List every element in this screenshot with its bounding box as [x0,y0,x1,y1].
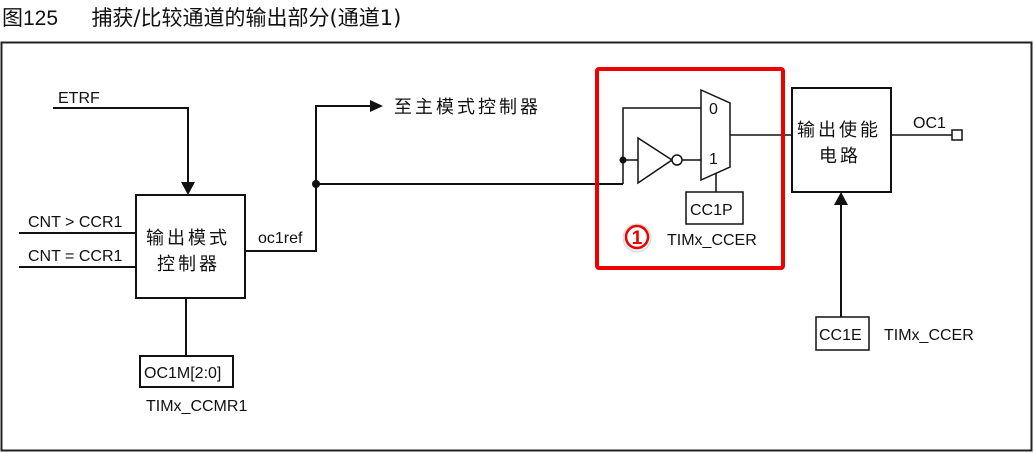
cc1e-field-box [815,316,870,351]
etrf-label: ETRF [58,90,100,107]
annotation-badge-number: 1 [632,228,643,249]
polarity-junction-dot [619,156,627,164]
oc1m-field-label: OC1M[2:0] [144,365,221,382]
oc1ref-line [245,105,372,252]
oc1ref-label: oc1ref [258,230,303,247]
figure-title: 捕获/比较通道的输出部分(通道1) [91,6,402,30]
polarity-mux [700,88,731,182]
annotation-badge: 1 [622,223,652,253]
figure-number: 图125 [2,7,59,30]
mux-input0-label: 0 [709,101,718,118]
etrf-line [53,107,189,183]
output-enable-circuit-block: 输出使能 电路 [791,87,892,193]
to-master-arrow-icon [370,100,383,112]
cc1p-field-label: CC1P [690,202,733,219]
junction-dot [312,180,320,188]
figure-caption: 图125 捕获/比较通道的输出部分(通道1) [2,2,401,32]
oc1-label: OC1 [913,115,946,132]
oc1m-field-box [139,355,234,388]
output-mode-controller-line1: 输出模式 [146,228,230,249]
cc1p-field-box [685,191,744,225]
mux-input0-line [622,107,701,184]
output-mode-controller-line2: 控制器 [157,254,220,275]
cnt-eq-ccr1-label: CNT = CCR1 [28,248,122,265]
oc1m-register-label: TIMx_CCMR1 [146,398,247,415]
cc1e-field-label: CC1E [819,327,862,344]
inverter-icon [637,136,674,185]
highlight-box [595,67,785,270]
mux-input1-label: 1 [709,151,718,168]
output-enable-circuit-line2: 电路 [819,146,861,167]
diagram-frame [0,41,1033,452]
oc1-pin-icon [951,129,963,141]
output-mode-controller-block: 输出模式 控制器 [135,194,246,299]
cc1p-register-label: TIMx_CCER [667,232,757,249]
to-master-mode-label: 至主模式控制器 [394,97,541,118]
output-enable-circuit-line1: 输出使能 [797,120,881,141]
inverter-bubble-icon [671,154,683,166]
cnt-gt-ccr1-label: CNT > CCR1 [28,214,122,231]
cc1e-register-label: TIMx_CCER [884,327,974,344]
cc1e-arrow-icon [834,192,848,205]
etrf-arrow-icon [181,182,195,195]
